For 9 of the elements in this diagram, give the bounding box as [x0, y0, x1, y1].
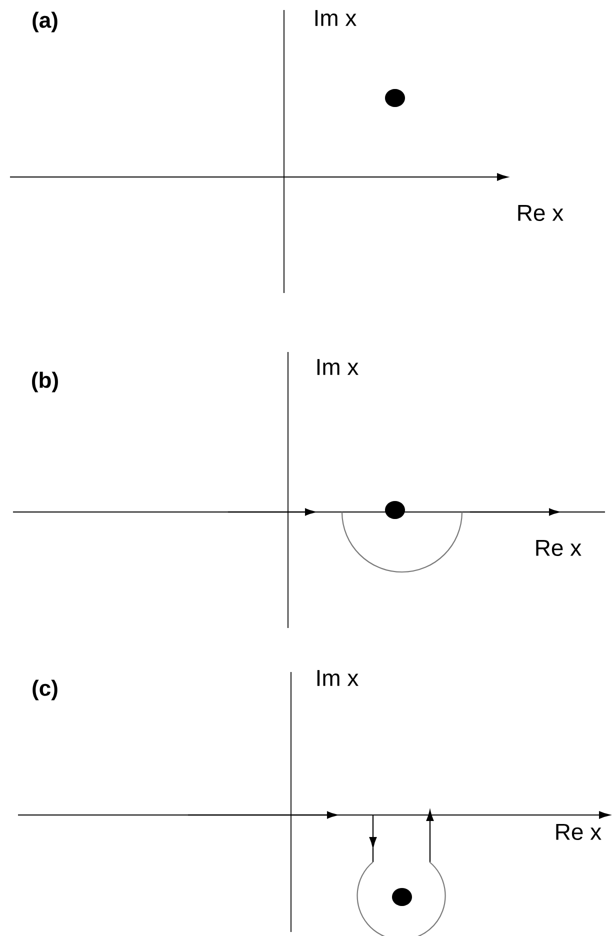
axis-label: Re x	[536, 540, 582, 556]
axis-label: Re x	[518, 204, 564, 222]
axis-label: Re x	[556, 824, 602, 840]
panel-label: (c)	[32, 680, 58, 700]
panel-label: (b)	[32, 372, 58, 392]
panel-label: (a)	[32, 12, 58, 32]
axis-label: Im x	[315, 10, 356, 26]
axis-label: Im x	[317, 359, 358, 375]
axis-label: Im x	[317, 670, 358, 686]
